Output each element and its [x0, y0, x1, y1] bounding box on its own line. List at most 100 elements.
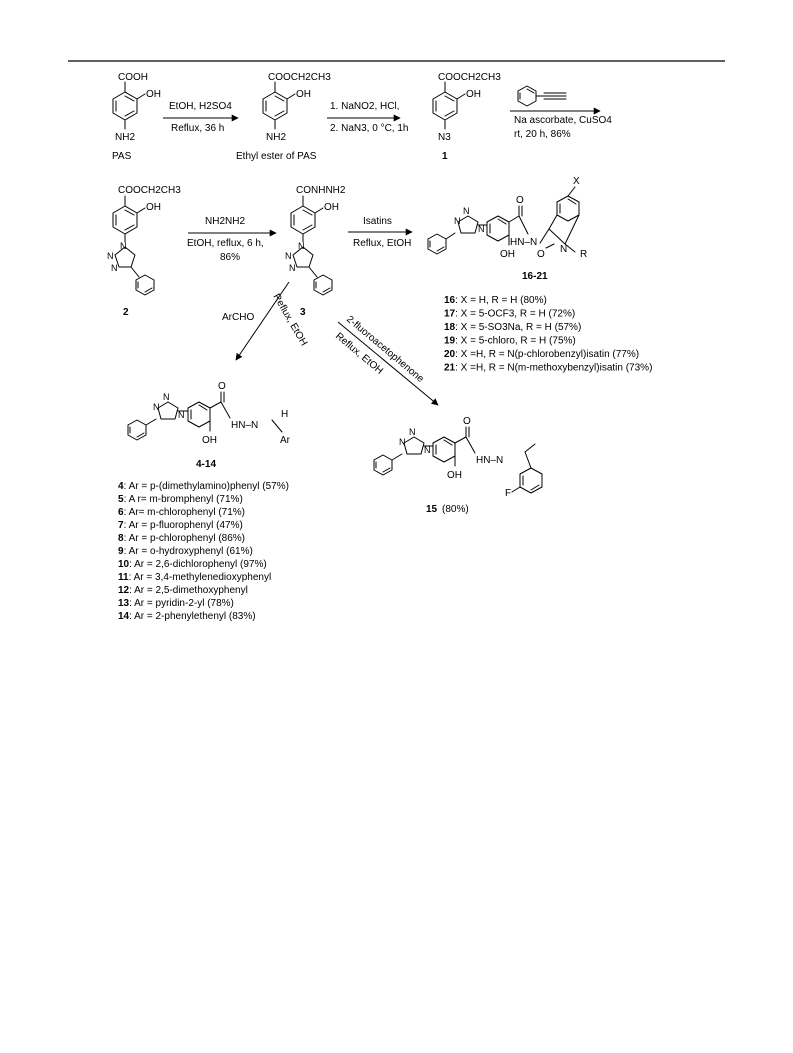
compound-entry-text: : X =H, R = N(m-methoxybenzyl)isatin (73… [455, 363, 652, 374]
list-4-14: 4: Ar = p-(dimethylamino)phenyl (57%)5: … [118, 481, 289, 622]
step3-line1: Na ascorbate, CuSO4 [514, 115, 612, 126]
compound-entry-number: 10 [118, 559, 130, 570]
c15-n-atom-2: N [399, 437, 406, 447]
c15-n-atom-1: N [409, 427, 416, 437]
compound-entry: 16: X = H, R = H (80%) [444, 295, 547, 306]
compound-entry-text: : Ar = o-hydroxyphenyl (61%) [124, 546, 253, 557]
c3-oh-label: OH [324, 202, 339, 213]
compound-entry-text: : X = 5-chloro, R = H (75%) [455, 336, 576, 347]
c1621-o-lactam-label: O [537, 249, 545, 260]
c1-cooet-label: COOCH2CH3 [438, 72, 501, 83]
compound-entry-text: : X = 5-OCF3, R = H (72%) [455, 309, 575, 320]
c1621-o-label: O [516, 195, 524, 206]
compound-entry-number: 7 [118, 520, 124, 531]
compound-entry-text: : X = 5-SO3Na, R = H (57%) [455, 322, 581, 333]
compound-entry: 18: X = 5-SO3Na, R = H (57%) [444, 322, 581, 333]
compound-3-number: 3 [300, 307, 306, 318]
compound-16-21-number: 16-21 [522, 271, 548, 282]
ester-name: Ethyl ester of PAS [236, 151, 317, 162]
compound-entry-number: 19 [444, 336, 456, 347]
compound-entry-text: : Ar = p-(dimethylamino)phenyl (57%) [124, 481, 289, 492]
c2-n-atom-2: N [107, 251, 114, 261]
compound-entry-number: 9 [118, 546, 124, 557]
c2-oh-label: OH [146, 202, 161, 213]
compound-entry: 21: X =H, R = N(m-methoxybenzyl)isatin (… [444, 363, 652, 374]
compound-entry: 5: A r= m-bromphenyl (71%) [118, 494, 243, 505]
compound-15-structure: O OH HN–N F N N N 15 (80%) [373, 416, 543, 515]
compound-16-21-structure: X O OH HN–N O N R N N N 16-21 [427, 176, 587, 282]
fluoroacetophenone-arrow [337, 321, 439, 406]
compound-entry: 8: Ar = p-chlorophenyl (86%) [118, 533, 245, 544]
compound-entry-text: : Ar = p-chlorophenyl (86%) [124, 533, 245, 544]
compound-1-structure: COOCH2CH3 OH N3 1 [432, 72, 501, 162]
compound-2-structure: COOCH2CH3 OH N N N 2 [107, 185, 181, 318]
compound-entry-text: : Ar= m-chlorophenyl (71%) [124, 507, 245, 518]
compound-entry: 7: Ar = p-fluorophenyl (47%) [118, 520, 243, 531]
compound-entry-number: 16 [444, 295, 456, 306]
compound-entry-text: : A r= m-bromphenyl (71%) [124, 494, 243, 505]
compound-entry: 10: Ar = 2,6-dichlorophenyl (97%) [118, 559, 267, 570]
step2-line1: 1. NaNO2, HCl, [330, 101, 399, 112]
c414-hn-n-label: HN–N [231, 420, 258, 431]
step4-reagent: NH2NH2 [205, 216, 245, 227]
c1621-n-label: N [560, 244, 567, 255]
pas-structure: COOH OH NH2 PAS [112, 72, 161, 162]
c1-n3-label: N3 [438, 132, 451, 143]
compound-entry: 9: Ar = o-hydroxyphenyl (61%) [118, 546, 253, 557]
phenylacetylene-structure [517, 85, 567, 107]
c2-n-atom-1: N [120, 241, 127, 251]
compound-entry-number: 18 [444, 322, 456, 333]
c2-n-atom-3: N [111, 263, 118, 273]
c3-n-atom-3: N [289, 263, 296, 273]
ester-cooet-label: COOCH2CH3 [268, 72, 331, 83]
compound-2-number: 2 [123, 307, 129, 318]
compound-entry-text: : X = H, R = H (80%) [455, 295, 547, 306]
isatins-reagent: Isatins [363, 216, 392, 227]
step4-line2: 86% [220, 252, 240, 263]
c1621-hn-n-label: HN–N [510, 237, 537, 248]
compound-entry: 4: Ar = p-(dimethylamino)phenyl (57%) [118, 481, 289, 492]
pas-nh2-label: NH2 [115, 132, 135, 143]
c15-o-label: O [463, 416, 471, 427]
c1621-n-atom-3: N [478, 224, 485, 234]
step1-conditions: Reflux, 36 h [171, 123, 224, 134]
compound-entry-text: : Ar = 2-phenylethenyl (83%) [129, 611, 255, 622]
compound-entry: 12: Ar = 2,5-dimethoxyphenyl [118, 585, 248, 596]
c414-oh-label: OH [202, 435, 217, 446]
compound-entry: 19: X = 5-chloro, R = H (75%) [444, 336, 576, 347]
c15-oh-label: OH [447, 470, 462, 481]
compound-entry-number: 8 [118, 533, 124, 544]
c414-n-atom-3: N [178, 410, 185, 420]
c3-n-atom-2: N [285, 251, 292, 261]
c414-ar-label: Ar [280, 435, 291, 446]
c1621-n-atom-1: N [463, 206, 470, 216]
c3-conhnh2-label: CONHNH2 [296, 185, 346, 196]
compound-entry: 6: Ar= m-chlorophenyl (71%) [118, 507, 245, 518]
step3-line2: rt, 20 h, 86% [514, 129, 571, 140]
pas-oh-label: OH [146, 89, 161, 100]
c2-cooet-label: COOCH2CH3 [118, 185, 181, 196]
c15-n-atom-3: N [424, 445, 431, 455]
compound-entry: 13: Ar = pyridin-2-yl (78%) [118, 598, 234, 609]
compound-entry-number: 11 [118, 572, 129, 583]
archo-conditions: Reflux, EtOH [270, 292, 309, 348]
c3-n-atom-1: N [298, 241, 305, 251]
compound-3-structure: CONHNH2 OH N N N 3 [285, 185, 346, 318]
ester-oh-label: OH [296, 89, 311, 100]
r-substituent-label: R [580, 249, 587, 260]
compound-15-yield: (80%) [442, 504, 469, 515]
compound-entry-number: 21 [444, 363, 456, 374]
compound-entry: 20: X =H, R = N(p-chlorobenzyl)isatin (7… [444, 349, 639, 360]
c414-n-atom-1: N [163, 392, 170, 402]
compound-entry: 14: Ar = 2-phenylethenyl (83%) [118, 611, 256, 622]
step1-reagent: EtOH, H2SO4 [169, 101, 232, 112]
archo-reagent: ArCHO [222, 312, 254, 323]
c1621-n-atom-2: N [454, 216, 461, 226]
compound-15-number: 15 [426, 504, 438, 515]
compound-entry-number: 14 [118, 611, 130, 622]
c15-f-label: F [505, 488, 511, 499]
step2-line2: 2. NaN3, 0 °C, 1h [330, 123, 408, 134]
compound-entry-number: 4 [118, 481, 124, 492]
compound-entry-number: 5 [118, 494, 124, 505]
